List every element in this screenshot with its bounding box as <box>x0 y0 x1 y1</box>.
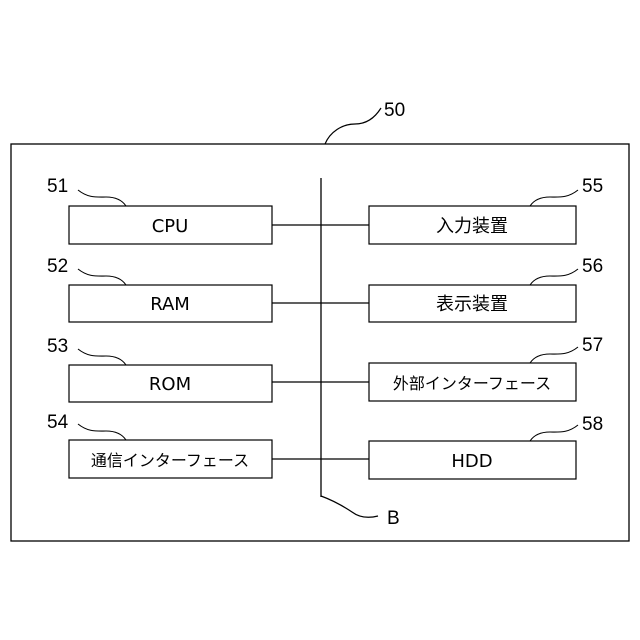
ref-57: 57 <box>582 335 603 356</box>
ref-58: 58 <box>582 414 603 435</box>
leader-51 <box>78 190 126 206</box>
ref-55: 55 <box>582 176 603 197</box>
bus-leader <box>321 496 378 517</box>
box-rom: ROM <box>69 365 272 402</box>
leader-54 <box>78 424 126 440</box>
ref-53: 53 <box>47 336 68 357</box>
svg-text:表示装置: 表示装置 <box>436 294 508 315</box>
ref-51: 51 <box>47 176 68 197</box>
leader-56 <box>530 269 578 285</box>
box-cpu: CPU <box>69 206 272 244</box>
ref-56: 56 <box>582 256 603 277</box>
box-external-interface: 外部インターフェース <box>369 363 576 401</box>
ref-54: 54 <box>47 412 69 433</box>
svg-text:CPU: CPU <box>152 216 189 237</box>
svg-text:HDD: HDD <box>451 451 492 472</box>
device-frame-ref: 50 <box>384 100 405 121</box>
box-display-device: 表示装置 <box>369 285 576 322</box>
svg-text:入力装置: 入力装置 <box>436 216 508 237</box>
leader-57 <box>530 347 578 363</box>
box-input-device: 入力装置 <box>369 206 576 244</box>
svg-text:RAM: RAM <box>150 294 190 315</box>
bus-ref: B <box>387 508 400 529</box>
ref-52: 52 <box>47 256 68 277</box>
svg-text:通信インターフェース: 通信インターフェース <box>91 451 249 470</box>
box-hdd: HDD <box>369 441 576 479</box>
leader-52 <box>78 269 126 285</box>
leader-53 <box>78 349 126 365</box>
box-ram: RAM <box>69 285 272 322</box>
svg-text:外部インターフェース: 外部インターフェース <box>393 374 551 393</box>
box-comm-interface: 通信インターフェース <box>69 440 272 478</box>
leader-58 <box>530 425 578 441</box>
leader-55 <box>530 190 578 206</box>
device-frame <box>11 144 629 541</box>
device-frame-leader <box>325 108 381 144</box>
svg-text:ROM: ROM <box>149 374 191 395</box>
